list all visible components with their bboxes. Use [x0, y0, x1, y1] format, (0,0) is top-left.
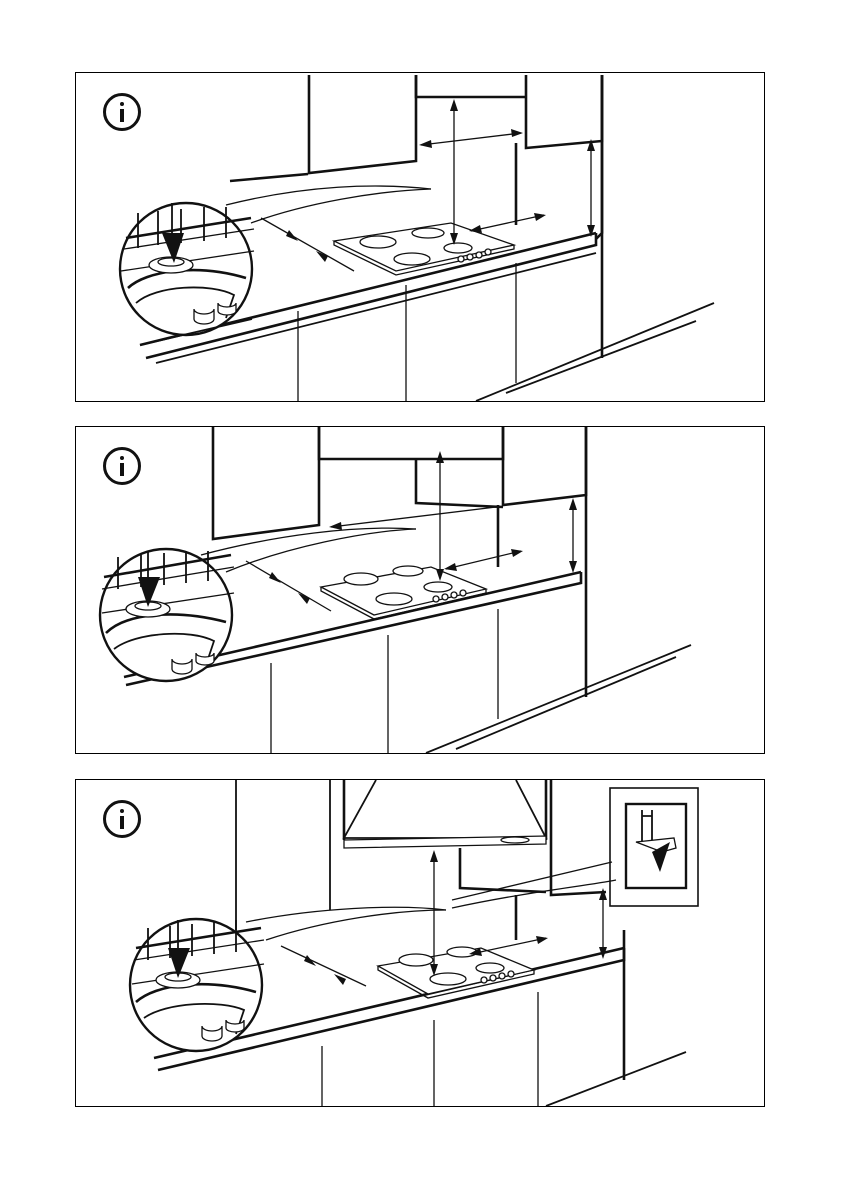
burner-icon	[344, 573, 378, 585]
burner-icon	[412, 228, 444, 238]
floor-line	[546, 1052, 686, 1106]
knob-icon	[481, 977, 487, 983]
wall-cabinet-left	[213, 427, 319, 539]
wall-cabinet-right	[551, 780, 606, 895]
burner-icon	[399, 954, 433, 966]
chimney-hood-icon	[344, 780, 546, 848]
magnified-detail	[130, 919, 264, 1051]
info-icon	[103, 447, 141, 485]
kitchen-installation-drawing-3	[76, 780, 765, 1107]
knob-icon	[451, 592, 457, 598]
burner-icon	[394, 253, 430, 265]
floor-line	[426, 645, 691, 753]
upper-cabinet-recess	[416, 75, 526, 97]
diagram-panel-3	[75, 779, 765, 1107]
wall-cabinet-right	[526, 75, 602, 148]
floor-line	[476, 303, 714, 401]
magnified-detail	[120, 203, 254, 335]
knob-icon	[467, 254, 473, 260]
cabinet-shadow-line	[230, 174, 308, 181]
burner-icon	[430, 973, 466, 985]
burner-icon	[393, 566, 423, 576]
knob-icon	[476, 252, 482, 258]
kitchen-installation-drawing-1	[76, 73, 765, 402]
info-icon	[103, 800, 141, 838]
burner-icon	[424, 582, 452, 592]
knob-icon	[460, 590, 466, 596]
floor-line	[456, 657, 676, 749]
burner-icon	[444, 243, 472, 253]
knob-icon	[490, 975, 496, 981]
wall-cabinet-left	[309, 75, 416, 173]
knob-icon	[499, 973, 505, 979]
knob-icon	[508, 971, 514, 977]
knob-icon	[442, 594, 448, 600]
diagram-panel-1	[75, 72, 765, 402]
kitchen-installation-drawing-2	[76, 427, 765, 754]
upper-cabinet-recess	[319, 427, 503, 459]
knob-icon	[433, 596, 439, 602]
knob-icon	[485, 249, 491, 255]
burner-icon	[376, 593, 412, 605]
wall-cabinet-right	[503, 427, 586, 505]
hood-recess	[416, 459, 503, 507]
burner-icon	[476, 963, 504, 973]
info-icon	[103, 93, 141, 131]
burner-icon	[360, 236, 396, 248]
hood-detail-inset	[610, 788, 698, 906]
callout-line	[452, 862, 612, 900]
hood-recess	[460, 848, 546, 892]
burner-icon	[447, 947, 477, 957]
magnified-detail	[100, 549, 234, 681]
knob-icon	[458, 256, 464, 262]
diagram-panel-2	[75, 426, 765, 754]
